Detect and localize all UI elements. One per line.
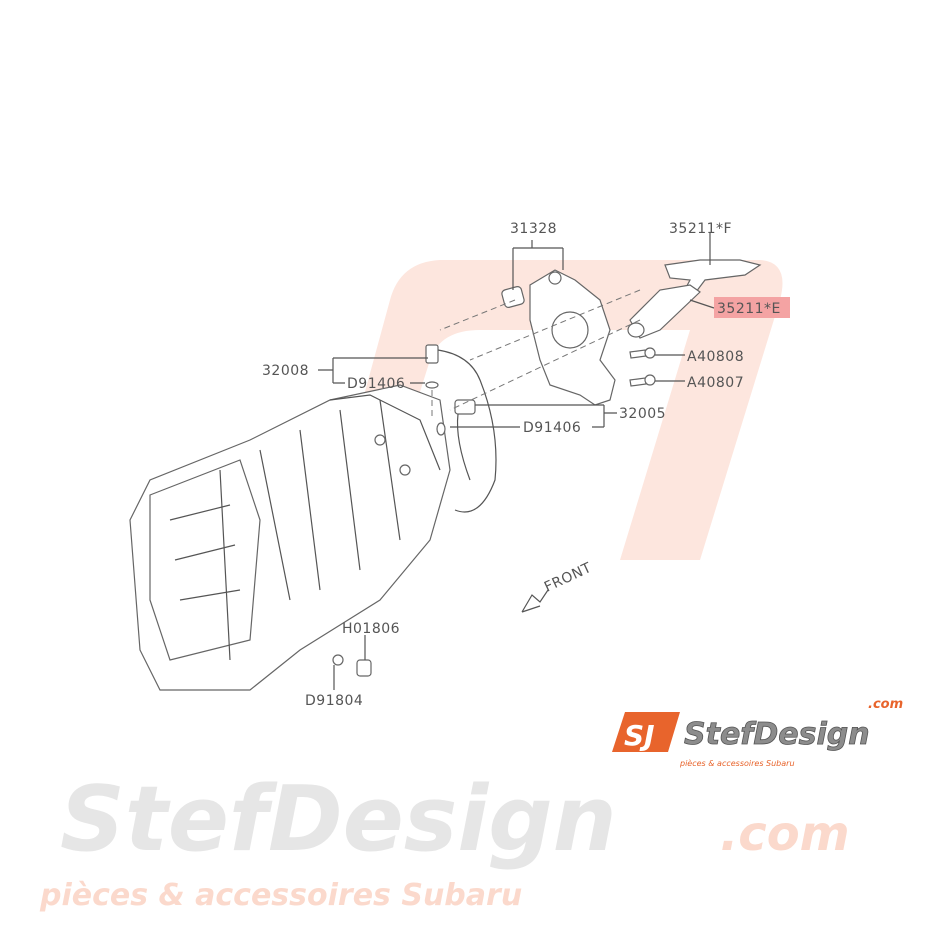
callout-35211-f[interactable]: 35211*F xyxy=(669,221,732,237)
bolts xyxy=(629,347,656,387)
callout-highlight xyxy=(714,297,790,318)
switch-32008 xyxy=(425,344,497,513)
switch-32005 xyxy=(436,399,476,481)
callout-d91406-lower[interactable]: D91406 xyxy=(523,420,581,436)
callout-32008[interactable]: 32008 xyxy=(262,363,309,379)
callout-h01806[interactable]: H01806 xyxy=(342,621,400,637)
watermark-sj-mark xyxy=(330,260,783,560)
callout-32005[interactable]: 32005 xyxy=(619,406,666,422)
callout-a40807[interactable]: A40807 xyxy=(687,375,744,391)
watermark: StefDesign .com pièces & accessoires Sub… xyxy=(39,260,850,913)
shift-rail-35211-e xyxy=(627,284,701,339)
watermark-tagline: pièces & accessoires Subaru xyxy=(39,878,522,913)
transmission-case xyxy=(129,384,451,691)
callout-35211-e[interactable]: 35211*E xyxy=(717,301,781,317)
watermark-domain: .com xyxy=(720,806,850,862)
logo-tagline: pièces & accessoires Subaru xyxy=(679,758,795,768)
front-label: FRONT xyxy=(542,560,594,596)
logo-brand: StefDesign xyxy=(684,717,870,752)
stefdesign-logo: SJ StefDesign .com pièces & accessoires … xyxy=(612,697,903,768)
callout-d91804[interactable]: D91804 xyxy=(305,693,363,709)
front-arrow-icon xyxy=(521,589,549,613)
logo-domain: .com xyxy=(868,697,903,712)
logo-mark-text: SJ xyxy=(624,719,655,752)
bushing-31328 xyxy=(501,286,525,308)
rear-plate xyxy=(529,269,616,406)
callout-d91406-upper[interactable]: D91406 xyxy=(347,376,405,392)
watermark-brand: StefDesign xyxy=(60,767,617,872)
callout-31328[interactable]: 31328 xyxy=(510,221,557,237)
drain-plug xyxy=(332,654,372,677)
callout-a40808[interactable]: A40808 xyxy=(687,349,744,365)
logo-mark-icon xyxy=(612,712,680,752)
